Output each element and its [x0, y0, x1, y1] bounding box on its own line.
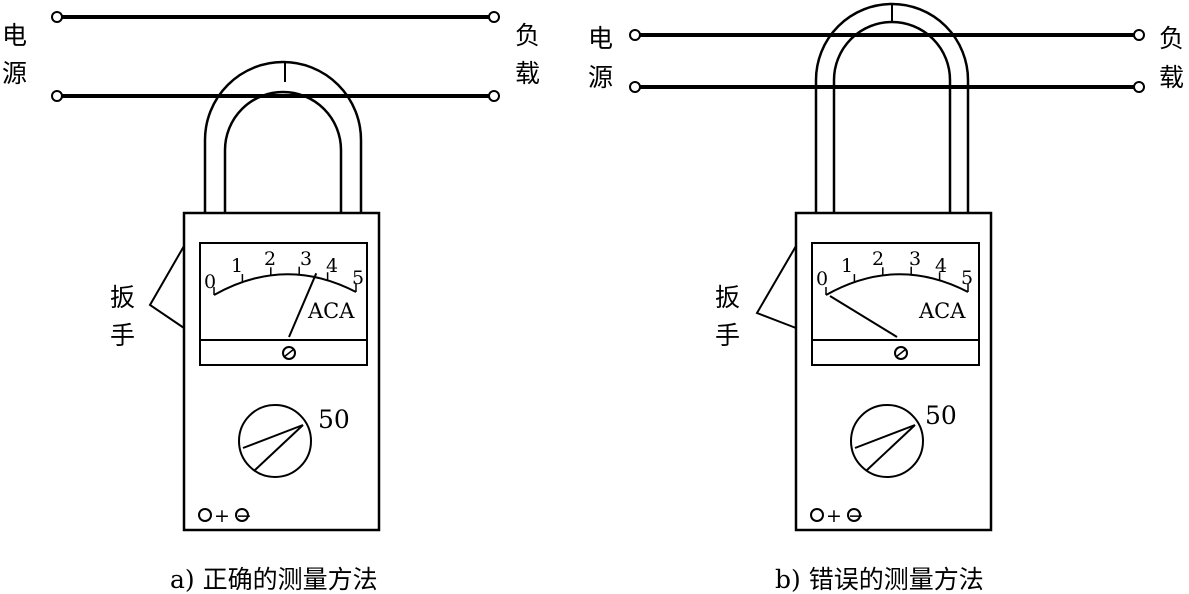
label-load-1: 负 [1159, 24, 1184, 53]
label-handle-2: 手 [715, 321, 740, 350]
scale-arc [213, 273, 357, 296]
screw-slot [283, 348, 295, 358]
terminal-dot [1133, 81, 1145, 93]
panel-a: 电 源 负 载 0 1 2 3 4 5 ACA 50 + − 扳 手 a) 正确… [2, 11, 540, 594]
range-knob [850, 404, 924, 478]
knob-pointer [242, 424, 304, 449]
scale-ticks [213, 266, 357, 295]
terminal-dot [629, 81, 641, 93]
knob-pointer [854, 424, 916, 449]
scale-label-0: 0 [816, 268, 828, 290]
knob-pointer [866, 424, 916, 471]
label-load-1: 负 [515, 21, 540, 50]
caption-b: b) 错误的测量方法 [775, 565, 984, 594]
range-knob [238, 404, 312, 478]
range-label: 50 [925, 401, 957, 430]
screw-slot [895, 348, 907, 358]
terminal-positive [198, 508, 212, 522]
terminal-negative [235, 508, 249, 522]
terminal-signs: + − [826, 505, 864, 527]
range-label: 50 [318, 405, 350, 434]
scale-label-3: 3 [909, 248, 921, 270]
scale-label-4: 4 [935, 255, 947, 277]
terminal-signs: + − [214, 505, 252, 527]
meter-display [811, 242, 980, 366]
scale-label-5: 5 [352, 267, 364, 289]
scale-arc [825, 273, 969, 296]
scale-label-2: 2 [264, 248, 276, 270]
scale-label-4: 4 [326, 255, 338, 277]
scale-label-2: 2 [872, 248, 884, 270]
terminal-dot [488, 11, 500, 23]
scale-label-1: 1 [841, 255, 853, 277]
label-load-2: 载 [515, 59, 540, 88]
panel-b: 电 源 负 载 0 1 2 3 4 5 ACA 50 + − 扳 手 b) 错误… [588, 2, 1184, 594]
clamp-jaw-inner [832, 20, 952, 212]
label-source-2: 源 [588, 63, 613, 92]
scale-label-1: 1 [231, 255, 243, 277]
terminal-dot [488, 90, 500, 102]
label-source-1: 电 [2, 21, 27, 50]
scale-ticks [825, 266, 969, 295]
scale-label-3: 3 [300, 248, 312, 270]
caption-a: a) 正确的测量方法 [170, 565, 378, 594]
label-source-2: 源 [2, 59, 27, 88]
handle-leader [755, 245, 797, 329]
label-handle-2: 手 [110, 321, 135, 350]
terminal-dot [629, 29, 641, 41]
terminal-dot [51, 90, 63, 102]
scale-label-0: 0 [204, 271, 216, 293]
scale-label-5: 5 [961, 267, 973, 289]
meter-needle [288, 272, 318, 338]
label-handle-1: 扳 [110, 283, 135, 312]
label-load-2: 载 [1159, 63, 1184, 92]
unit-label: ACA [918, 299, 966, 323]
knob-pointer [254, 424, 304, 471]
label-handle-1: 扳 [715, 283, 740, 312]
handle-leader [148, 245, 185, 329]
terminal-negative [847, 508, 861, 522]
clamp-jaw-outer [203, 60, 363, 212]
meter-display [199, 242, 368, 366]
clamp-jaw-inner [223, 90, 343, 212]
meter-needle [829, 295, 898, 338]
terminal-dot [1133, 29, 1145, 41]
unit-label: ACA [307, 299, 355, 323]
terminal-dot [51, 11, 63, 23]
terminal-positive [810, 508, 824, 522]
label-source-1: 电 [588, 24, 613, 53]
